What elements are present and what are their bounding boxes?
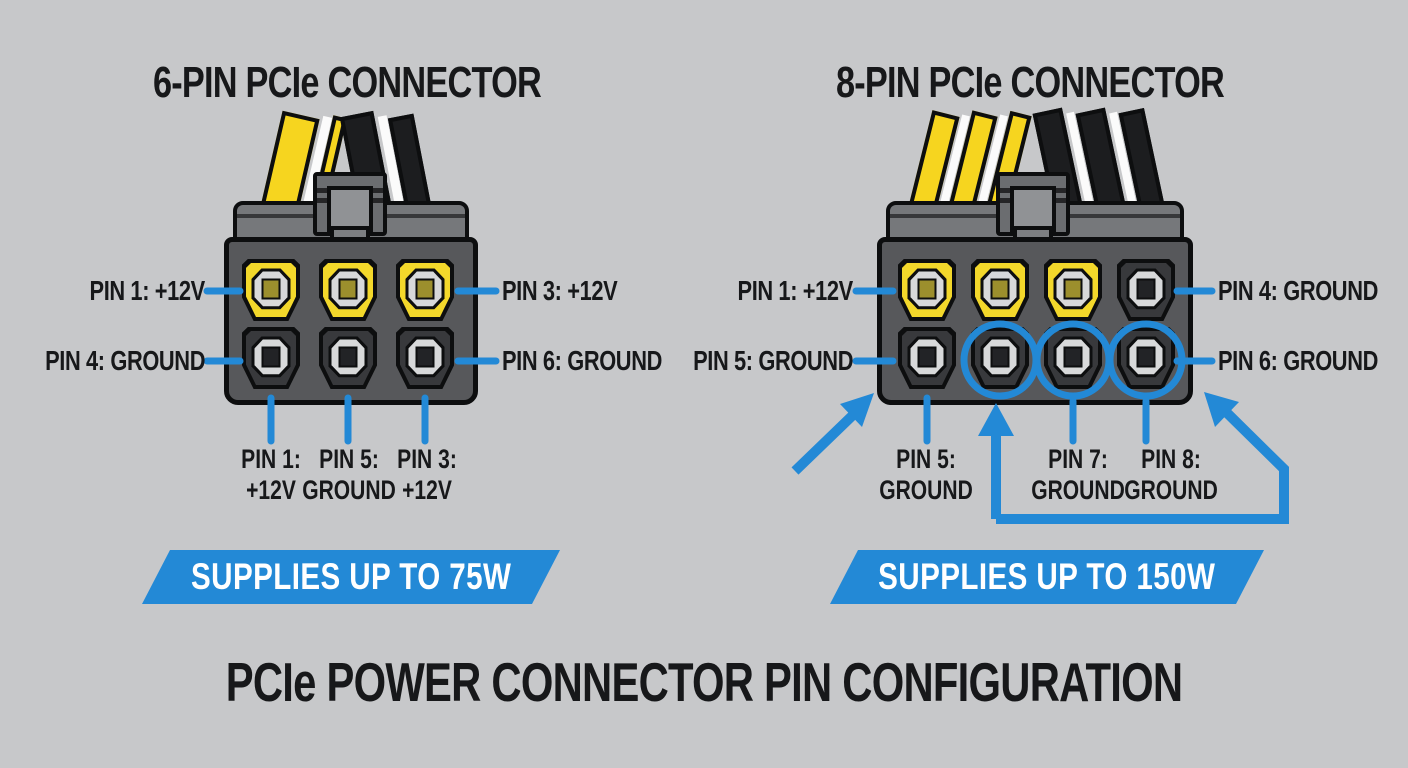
- connector-pin-yellow: [242, 259, 300, 321]
- label-below-pin8-8: PIN 8: GROUND: [1124, 444, 1218, 505]
- connector-pin-dark: [1117, 259, 1175, 321]
- label-pin3-12v: PIN 3: +12V: [502, 275, 618, 306]
- arrow-diagonal-head: [840, 393, 874, 427]
- main-title: PCIe POWER CONNECTOR PIN CONFIGURATION: [225, 651, 1183, 713]
- label-pin6-ground-8: PIN 6: GROUND: [1218, 345, 1378, 376]
- connector-pin-yellow: [1044, 259, 1102, 321]
- six-pin-title: 6-PIN PCIe CONNECTOR: [152, 58, 542, 107]
- label-pin4-ground-8: PIN 4: GROUND: [1218, 275, 1378, 306]
- label-below-pin1: PIN 1: +12V: [241, 444, 301, 505]
- wattage-banner-75w: SUPPLIES UP TO 75W: [142, 550, 560, 604]
- label-below-pin5-8: PIN 5: GROUND: [879, 444, 973, 505]
- label-below-pin3: PIN 3: +12V: [397, 444, 457, 505]
- wattage-banner-150w: SUPPLIES UP TO 150W: [830, 550, 1264, 604]
- connector-pin-dark: [1117, 327, 1175, 389]
- eight-pin-grid: [898, 259, 1175, 389]
- arrow-elbow-head: [1204, 392, 1239, 427]
- connector-pin-dark: [1044, 327, 1102, 389]
- connector-pin-yellow: [898, 259, 956, 321]
- connector-pin-dark: [898, 327, 956, 389]
- label-pin1-12v-8: PIN 1: +12V: [737, 275, 854, 306]
- label-below-pin5: PIN 5: GROUND: [302, 444, 396, 505]
- label-pin6-ground: PIN 6: GROUND: [502, 345, 662, 376]
- label-pin1-12v: PIN 1: +12V: [89, 275, 206, 306]
- connector-pin-dark: [319, 327, 377, 389]
- connector-pin-yellow: [971, 259, 1029, 321]
- six-pin-grid: [242, 259, 454, 389]
- connector-pin-dark: [396, 327, 454, 389]
- connector-pin-yellow: [319, 259, 377, 321]
- label-pin5-ground-8: PIN 5: GROUND: [693, 345, 853, 376]
- eight-pin-title: 8-PIN PCIe CONNECTOR: [835, 58, 1225, 107]
- label-below-pin7-8: PIN 7: GROUND: [1031, 444, 1125, 505]
- connector-pin-yellow: [396, 259, 454, 321]
- connector-pin-dark: [242, 327, 300, 389]
- label-pin4-ground: PIN 4: GROUND: [45, 345, 205, 376]
- arrow-diagonal-shaft: [791, 412, 856, 475]
- arrow-up-head: [978, 403, 1014, 436]
- connector-pin-dark: [971, 327, 1029, 389]
